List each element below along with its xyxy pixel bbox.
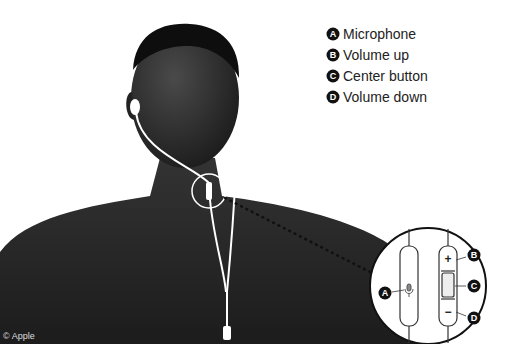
callout-letter: A — [379, 287, 392, 300]
silhouette — [0, 24, 428, 344]
callout-letter: C — [327, 70, 340, 83]
microphone-symbol — [405, 284, 413, 297]
copyright-note: © Apple — [3, 332, 35, 341]
button-symbol: + — [444, 253, 451, 265]
earbud — [130, 99, 140, 115]
button-symbol: − — [444, 306, 451, 318]
zoom-view — [370, 228, 486, 344]
callout-letter: B — [468, 249, 481, 262]
zoom-leader — [225, 198, 370, 272]
key-text: Volume up — [343, 48, 409, 62]
callout-letter: B — [327, 49, 340, 62]
callout-letter: D — [327, 91, 340, 104]
key-text: Center button — [343, 69, 428, 83]
earphone-cable — [136, 112, 236, 328]
key-text: Microphone — [343, 27, 416, 41]
audio-jack — [223, 326, 231, 340]
callout-letter: D — [468, 312, 481, 325]
remote — [206, 182, 212, 200]
highlight-circle — [192, 174, 226, 208]
callout-leaders — [392, 257, 466, 316]
callout-letter: A — [327, 28, 340, 41]
callout-letter: C — [468, 280, 481, 293]
key-text: Volume down — [343, 90, 427, 104]
